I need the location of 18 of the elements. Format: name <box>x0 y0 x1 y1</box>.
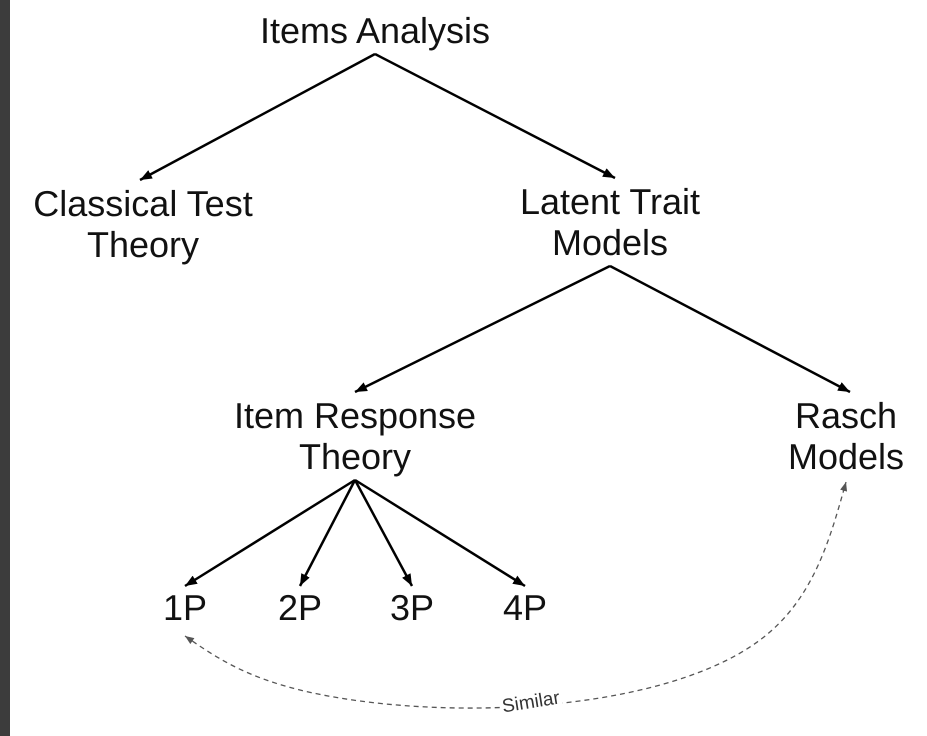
arrow <box>354 478 526 588</box>
arrow <box>139 52 376 182</box>
node-label: Rasch Models <box>768 392 924 480</box>
arrow <box>354 264 611 394</box>
arrow <box>298 479 356 587</box>
node-label: Classical Test Theory <box>12 180 274 268</box>
arrow <box>609 264 851 394</box>
node-label: 1P <box>150 586 220 630</box>
node-label: 3P <box>377 586 447 630</box>
node-label: Item Response Theory <box>190 392 520 480</box>
node-label: 2P <box>265 586 335 630</box>
dashed-arrow <box>184 482 848 709</box>
node-label: Items Analysis <box>220 8 530 54</box>
arrow <box>184 478 356 588</box>
node-label: Latent Trait Models <box>470 178 750 266</box>
arrow <box>374 52 616 180</box>
arrow <box>354 479 414 587</box>
node-label: 4P <box>490 586 560 630</box>
